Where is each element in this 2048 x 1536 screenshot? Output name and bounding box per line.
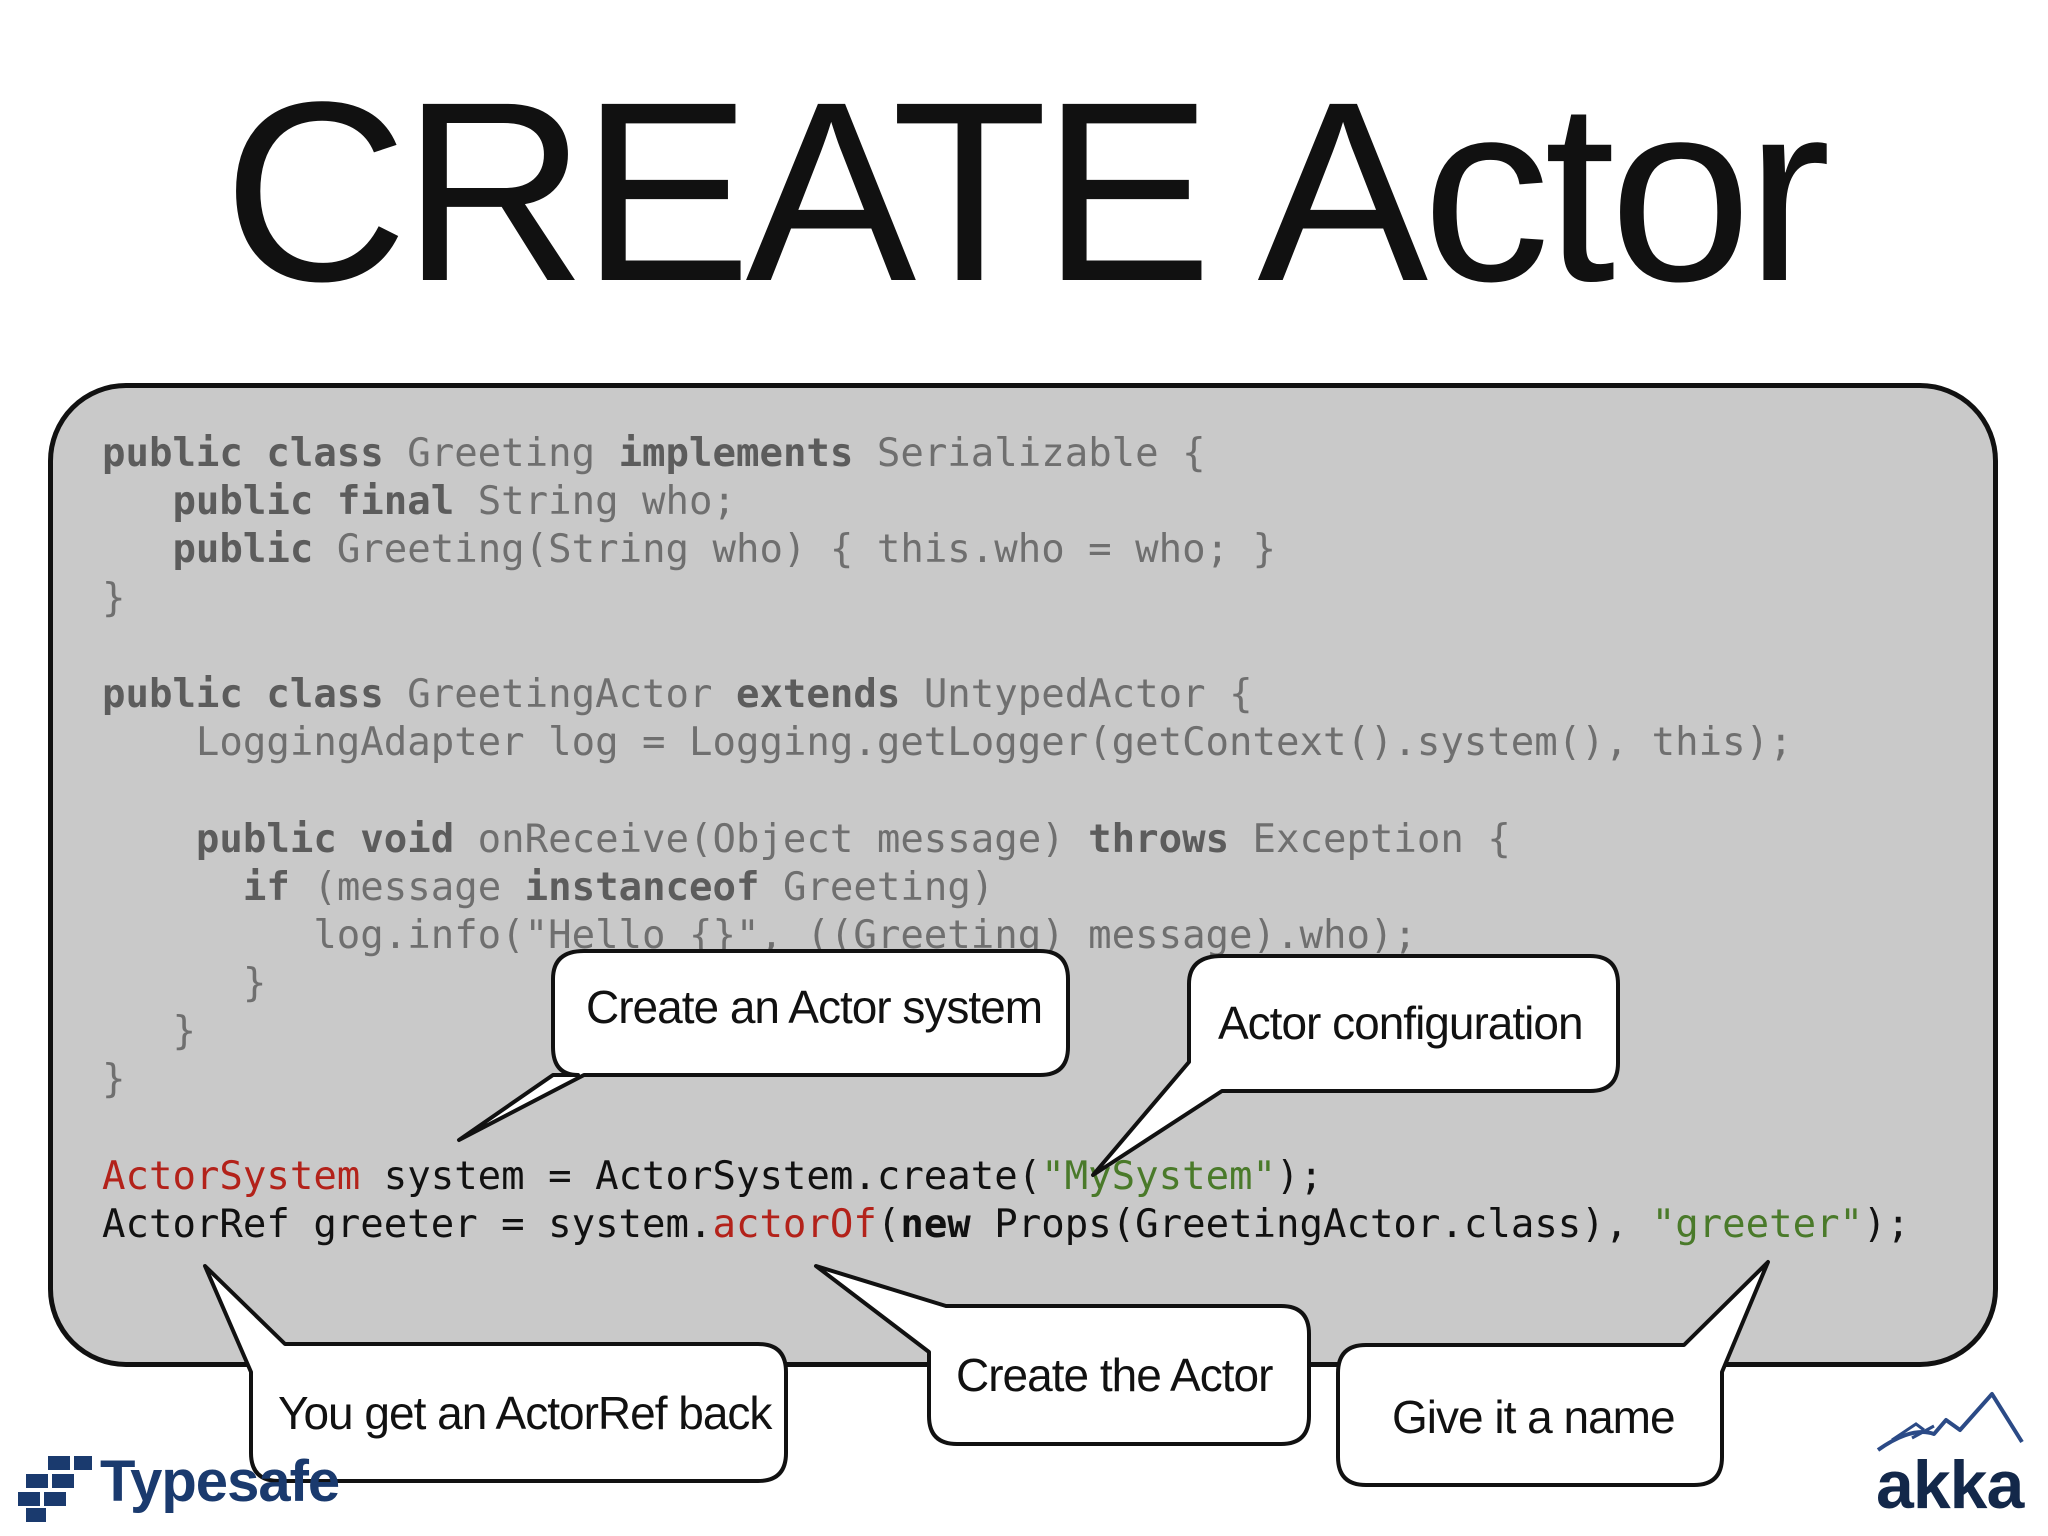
code-token: if	[242, 864, 290, 910]
code-token: (	[876, 1202, 901, 1247]
code-token	[102, 527, 172, 572]
code-line: }	[102, 1008, 1910, 1056]
code-token: Exception {	[1229, 816, 1511, 862]
code-line: public class Greeting implements Seriali…	[102, 430, 1910, 478]
code-token: }	[102, 575, 126, 621]
code-token: );	[1863, 1202, 1911, 1247]
code-token: LoggingAdapter log = Logging.getLogger(g…	[102, 720, 1793, 766]
code-token: }	[102, 961, 267, 1007]
code-line: }	[102, 960, 1910, 1008]
code-token: String who;	[454, 479, 736, 525]
code-line: public Greeting(String who) { this.who =…	[102, 526, 1910, 574]
code-token: );	[1276, 1153, 1323, 1199]
code-line: }	[102, 575, 1910, 623]
code-token: }	[102, 1057, 126, 1103]
callout-create-system: Create an Actor system	[586, 981, 1043, 1033]
akka-mountain-icon	[1876, 1392, 2024, 1452]
code-token: public void	[195, 816, 455, 862]
code-token: Greeting	[383, 431, 619, 476]
code-token: public final	[172, 479, 455, 525]
code-block: public class Greeting implements Seriali…	[102, 430, 1910, 1249]
code-token: (message	[289, 864, 525, 910]
code-token: public	[172, 527, 314, 573]
typesafe-mark-icon	[18, 1456, 92, 1522]
typesafe-wordmark: Typesafe	[100, 1449, 340, 1514]
slide-title: CREATE Actor	[223, 49, 1831, 335]
akka-wordmark: akka	[1876, 1447, 2024, 1523]
code-token: instanceof	[524, 864, 760, 910]
code-panel	[48, 383, 1998, 1367]
code-token	[102, 865, 243, 910]
code-token: onReceive(Object message)	[454, 816, 1089, 862]
code-token: Props(GreetingActor.class),	[970, 1202, 1652, 1247]
code-line	[102, 623, 1910, 671]
code-line: if (message instanceof Greeting)	[102, 864, 1910, 912]
code-line	[102, 767, 1910, 815]
code-line: public class GreetingActor extends Untyp…	[102, 671, 1910, 719]
code-token: public class	[102, 431, 384, 476]
code-token: ActorRef greeter = system.	[102, 1202, 713, 1247]
code-line: ActorRef greeter = system.actorOf(new Pr…	[102, 1201, 1910, 1249]
code-token: implements	[618, 431, 854, 476]
code-token: system = ActorSystem.create(	[360, 1153, 1042, 1199]
code-line: LoggingAdapter log = Logging.getLogger(g…	[102, 719, 1910, 767]
code-token: actorOf	[712, 1202, 877, 1247]
code-line: log.info("Hello {}", ((Greeting) message…	[102, 912, 1910, 960]
code-token: Greeting)	[759, 864, 995, 910]
callout-give-name: Give it a name	[1392, 1391, 1676, 1443]
code-line: public void onReceive(Object message) th…	[102, 816, 1910, 864]
code-token: new	[900, 1202, 971, 1247]
code-token: UntypedActor {	[900, 671, 1253, 717]
code-token: Serializable {	[853, 431, 1206, 476]
code-token: ActorSystem	[102, 1153, 361, 1199]
code-token: extends	[735, 671, 901, 717]
code-line: ActorSystem system = ActorSystem.create(…	[102, 1153, 1910, 1201]
code-token: Greeting(String who) { this.who = who; }	[313, 527, 1277, 573]
akka-logo: akka	[1872, 1390, 2032, 1530]
code-token: throws	[1088, 816, 1230, 862]
code-token: GreetingActor	[383, 671, 736, 717]
callout-create-actor: Create the Actor	[956, 1349, 1273, 1401]
code-token: "MySystem"	[1041, 1153, 1277, 1199]
callout-actor-config: Actor configuration	[1218, 997, 1584, 1049]
code-token	[102, 817, 196, 862]
code-token: "greeter"	[1651, 1202, 1864, 1247]
callout-actorref-back: You get an ActorRef back	[278, 1387, 772, 1439]
code-token: }	[102, 1009, 196, 1055]
code-token: public class	[102, 671, 384, 717]
code-token: log.info("Hello {}", ((Greeting) message…	[102, 912, 1417, 958]
typesafe-logo: Typesafe	[18, 1448, 340, 1528]
code-line	[102, 1105, 1910, 1153]
code-line: }	[102, 1056, 1910, 1104]
code-line: public final String who;	[102, 478, 1910, 526]
code-token	[102, 479, 172, 524]
